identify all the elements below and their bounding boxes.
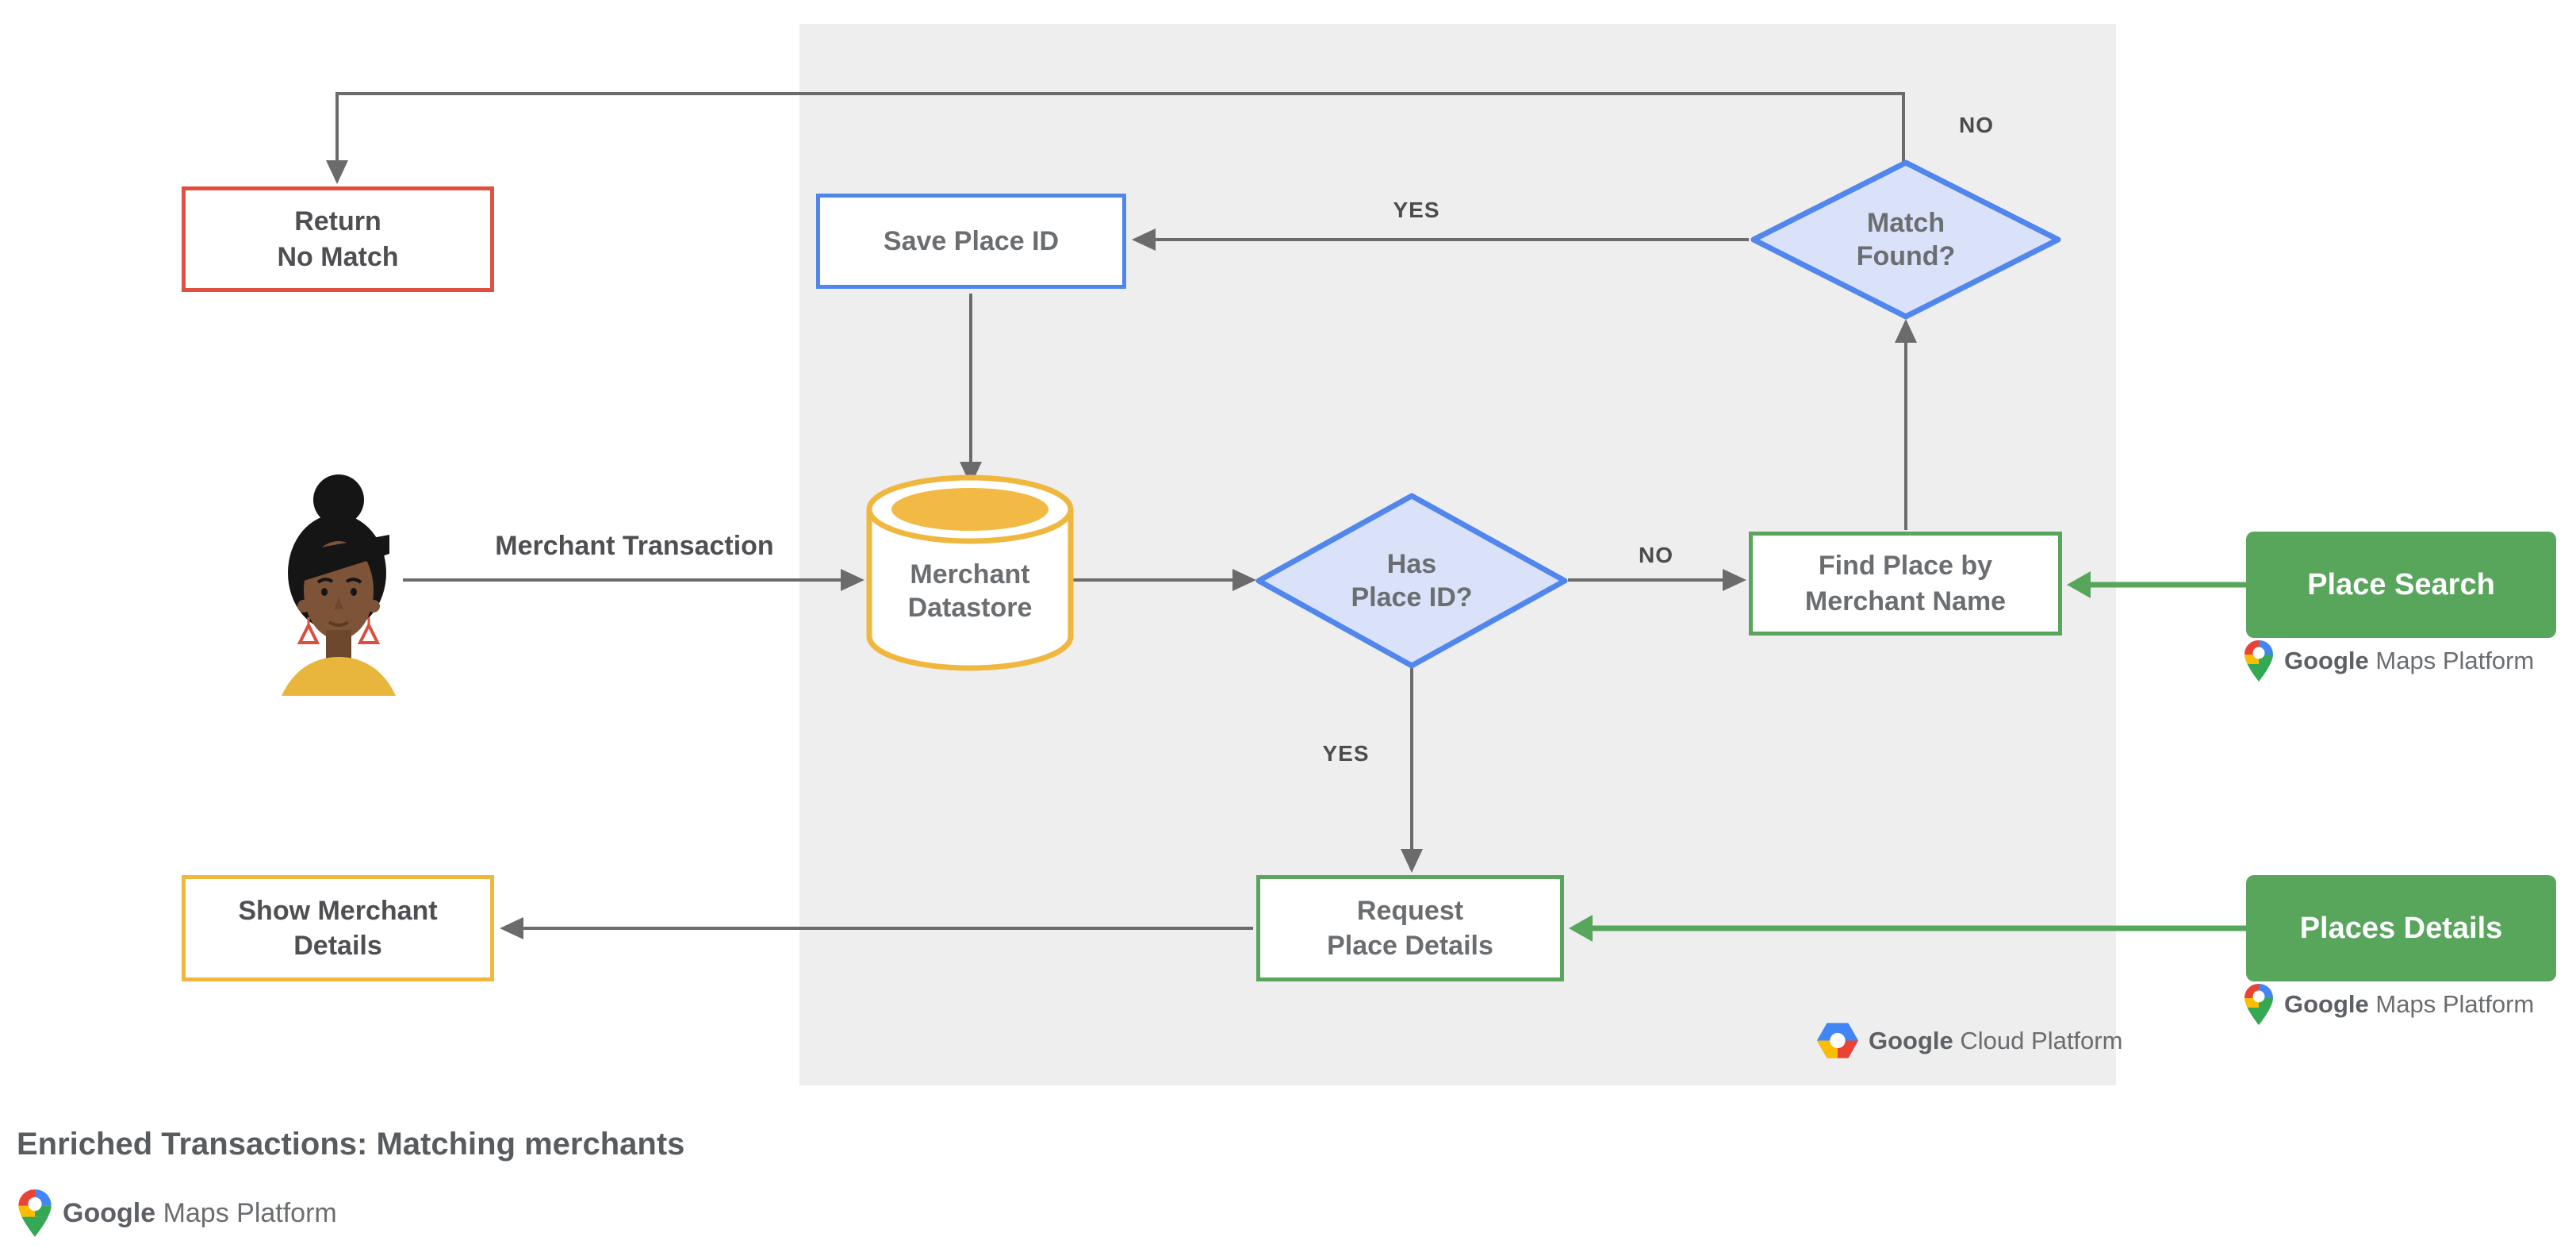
has-place-id-yes-label: YES [1322, 740, 1370, 766]
gmp-logo-text: Google Maps Platform [63, 1198, 337, 1229]
has-place-id-no-label: NO [1639, 542, 1673, 567]
gmp-logo-text: Google Maps Platform [2284, 990, 2534, 1019]
gmp-google-word: Google [63, 1197, 156, 1228]
places-details-button: Places Details [2246, 875, 2556, 981]
has-place-id-label: Has Place ID? [1351, 548, 1473, 613]
request-place-details-box: Request Place Details [1256, 875, 1564, 981]
gmp-logo-place-search: Google Maps Platform [2243, 639, 2534, 682]
gcp-logo-text: Google Cloud Platform [1869, 1027, 2122, 1055]
find-place-by-merchant-name-box: Find Place by Merchant Name [1749, 532, 2062, 636]
place-search-button: Place Search [2246, 532, 2556, 638]
maps-pin-icon [18, 1189, 52, 1237]
merchant-datastore-label: Merchant Datastore [907, 559, 1033, 624]
gmp-logo-text: Google Maps Platform [2284, 647, 2534, 675]
maps-pin-icon [2244, 984, 2273, 1025]
gmp-rest-words: Maps Platform [2375, 990, 2535, 1018]
match-found-label: Match Found? [1856, 207, 1956, 272]
match-found-yes-label: YES [1393, 197, 1440, 222]
merchant-transaction-label: Merchant Transaction [495, 530, 774, 561]
gmp-google-word: Google [2284, 990, 2369, 1018]
user-avatar [282, 474, 396, 696]
gcp-logo: Google Cloud Platform [1816, 1022, 2122, 1059]
save-place-id-box: Save Place ID [816, 194, 1126, 289]
page-title: Enriched Transactions: Matching merchant… [17, 1127, 685, 1162]
show-merchant-details-box: Show Merchant Details [182, 875, 494, 981]
cloud-hexagon-icon [1816, 1023, 1859, 1058]
maps-pin-icon [2244, 640, 2273, 682]
gcp-google-word: Google [1869, 1026, 1953, 1054]
return-no-match-box: Return No Match [182, 186, 494, 292]
gmp-rest-words: Maps Platform [163, 1197, 337, 1228]
gmp-rest-words: Maps Platform [2375, 647, 2535, 674]
match-found-no-label: NO [1959, 112, 1994, 137]
gmp-google-word: Google [2284, 647, 2369, 674]
gmp-logo-footer: Google Maps Platform [17, 1189, 337, 1238]
gmp-logo-places-details: Google Maps Platform [2243, 983, 2534, 1026]
arrowhead [500, 917, 523, 939]
arrowhead [326, 160, 348, 184]
gcp-rest-words: Cloud Platform [1960, 1026, 2123, 1054]
